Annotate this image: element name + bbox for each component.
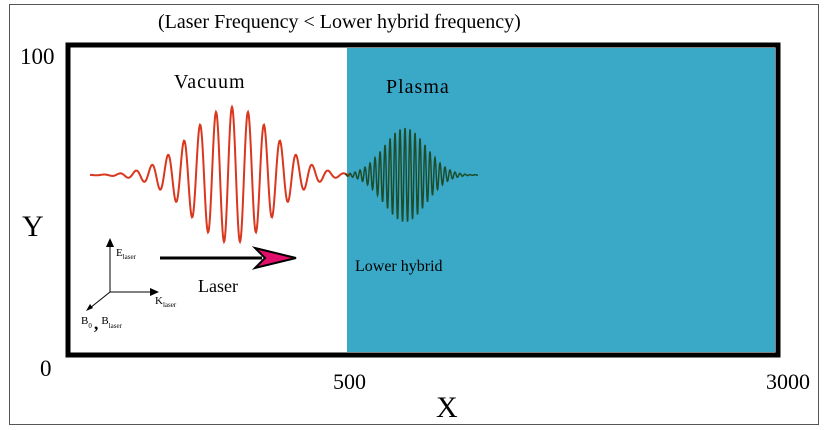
- k-vector-arrowhead: [150, 288, 159, 296]
- plasma-label: Plasma: [386, 76, 450, 98]
- b-fields-label: B0,Blaser: [81, 313, 123, 333]
- figure-title: (Laser Frequency < Lower hybrid frequenc…: [158, 11, 521, 33]
- axes-triad: [86, 238, 159, 311]
- laser-label: Laser: [198, 276, 238, 296]
- x-axis-boundary-label: 500: [333, 369, 366, 394]
- b-vector-arrowhead: [86, 304, 93, 311]
- k-laser-label: Klaser: [155, 295, 177, 309]
- laser-arrow-head: [251, 246, 297, 270]
- y-axis-max-label: 100: [20, 44, 55, 69]
- outer-frame: [9, 4, 819, 425]
- e-vector-arrowhead: [106, 238, 114, 247]
- e-laser-label: Elaser: [116, 247, 137, 261]
- y-axis-min-label: 0: [40, 356, 52, 381]
- y-axis-title: Y: [22, 210, 44, 243]
- lower-hybrid-wave-packet: [344, 127, 478, 222]
- x-axis-max-label: 3000: [766, 369, 810, 394]
- laser-wave-packet: [90, 104, 351, 245]
- lower-hybrid-label: Lower hybrid: [355, 258, 443, 275]
- x-axis-title: X: [436, 391, 458, 424]
- vacuum-label: Vacuum: [174, 71, 246, 93]
- b-vector-line: [89, 291, 111, 309]
- laser-arrow: [160, 246, 297, 270]
